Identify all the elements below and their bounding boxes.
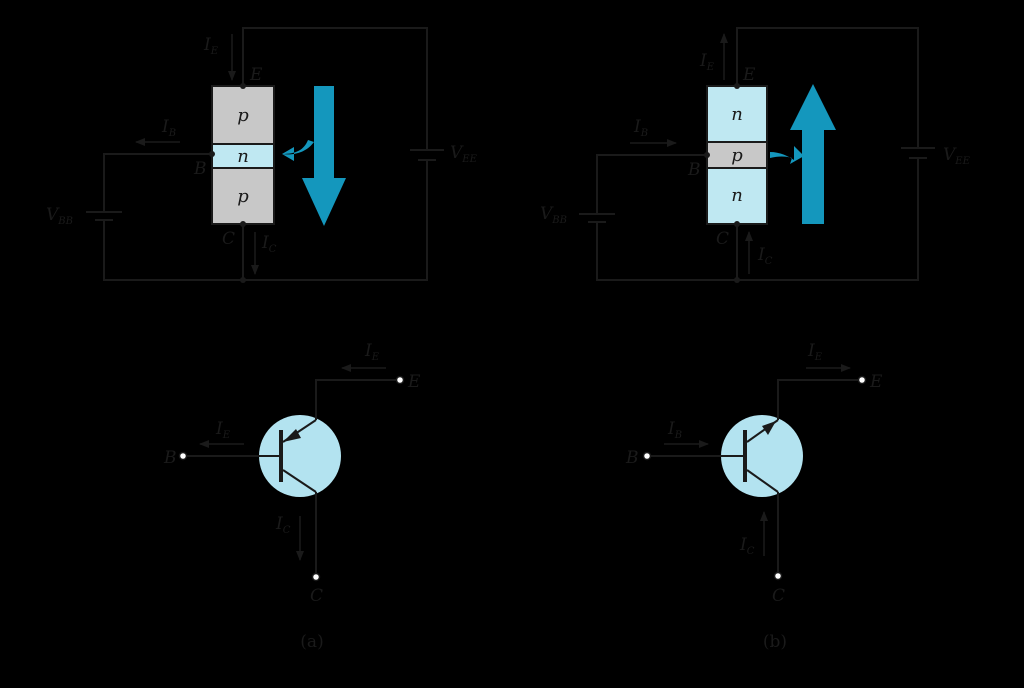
flow-curl-b bbox=[770, 146, 804, 164]
label-sa-ie: IE bbox=[364, 341, 380, 363]
open-circle-icon bbox=[773, 571, 783, 581]
node-b-base bbox=[704, 152, 710, 158]
battery-icon bbox=[579, 213, 615, 223]
label-a-base: B bbox=[193, 159, 207, 179]
region-b-top bbox=[706, 85, 768, 143]
label-b-base: B bbox=[687, 160, 701, 180]
node-b-emitter bbox=[734, 83, 740, 89]
block-arrow-icon bbox=[790, 84, 836, 224]
label-a-vbb: VBB bbox=[46, 205, 73, 227]
region-b-mid-label: p bbox=[731, 145, 743, 166]
region-b-top-label: n bbox=[731, 104, 743, 125]
label-b-vbb: VBB bbox=[540, 204, 567, 226]
battery-icon bbox=[901, 147, 935, 159]
label-sb-collector: C bbox=[772, 586, 785, 606]
label-sb-emitter: E bbox=[869, 372, 883, 392]
transistor-body-b bbox=[721, 415, 803, 497]
label-sb-ic: IC bbox=[739, 535, 755, 557]
node-b-bottom bbox=[734, 277, 740, 283]
region-b-bot bbox=[706, 167, 768, 225]
block-arrow-icon bbox=[302, 86, 346, 226]
open-circle-icon bbox=[857, 375, 867, 385]
label-a-ie: IE bbox=[203, 35, 219, 57]
caption-b: (b) bbox=[763, 632, 787, 652]
wire-a-base bbox=[103, 153, 212, 212]
open-circle-icon bbox=[311, 572, 321, 582]
battery-icon bbox=[86, 211, 122, 221]
emitter-wire-a bbox=[315, 379, 396, 420]
label-sa-ic: IC bbox=[275, 514, 291, 536]
region-a-top-label: p bbox=[237, 105, 249, 126]
label-b-ic: IC bbox=[757, 245, 773, 267]
label-a-ic: IC bbox=[261, 233, 277, 255]
label-sa-base: B bbox=[163, 448, 177, 468]
label-b-collector: C bbox=[716, 229, 729, 249]
emitter-arrow-b bbox=[762, 421, 776, 435]
battery-icon bbox=[410, 149, 444, 161]
region-a-bot-label: p bbox=[237, 186, 249, 207]
open-circle-icon bbox=[178, 451, 188, 461]
circuit-a: p n p E B C IE IB IC VEE bbox=[46, 27, 478, 283]
wire-b-base bbox=[596, 154, 707, 214]
label-b-ie: IE bbox=[699, 51, 715, 73]
wire-a-vee-bottom bbox=[103, 160, 428, 281]
open-circle-icon bbox=[642, 451, 652, 461]
region-a-mid-label: n bbox=[237, 146, 249, 167]
node-a-base bbox=[209, 151, 215, 157]
label-a-collector: C bbox=[222, 229, 235, 249]
label-b-vee: VEE bbox=[943, 145, 971, 167]
label-a-vee: VEE bbox=[450, 143, 478, 165]
region-b-bot-label: n bbox=[731, 185, 743, 206]
caption-a: (a) bbox=[300, 632, 323, 652]
label-a-emitter: E bbox=[249, 65, 263, 85]
label-sa-emitter: E bbox=[407, 372, 421, 392]
label-b-ib: IB bbox=[633, 117, 648, 139]
wire-a-emitter bbox=[242, 27, 428, 150]
node-a-emitter bbox=[240, 83, 246, 89]
symbol-a: E B C IE IE IC bbox=[163, 341, 421, 606]
wire-b-vee-bottom bbox=[596, 158, 919, 281]
collector-lead-b bbox=[746, 469, 779, 493]
label-sa-collector: C bbox=[310, 586, 323, 606]
emitter-wire-b bbox=[777, 379, 858, 420]
region-a-top bbox=[211, 85, 275, 145]
flow-curl-a bbox=[282, 140, 314, 161]
circuit-b: n p n E B C IE IB IC VEE VBB bbox=[540, 27, 971, 283]
symbol-b: E B C IE IB IC bbox=[625, 341, 883, 606]
node-b-collector bbox=[734, 221, 740, 227]
label-a-ib: IB bbox=[161, 117, 176, 139]
label-sa-ib: IE bbox=[215, 419, 231, 441]
label-sb-base: B bbox=[625, 448, 639, 468]
node-a-bottom bbox=[240, 277, 246, 283]
wire-b-emitter bbox=[736, 27, 919, 148]
node-a-collector bbox=[240, 221, 246, 227]
collector-lead-a bbox=[282, 469, 317, 493]
open-circle-icon bbox=[395, 375, 405, 385]
label-b-emitter: E bbox=[742, 65, 756, 85]
emitter-arrow-a bbox=[283, 429, 301, 442]
label-sb-ie: IE bbox=[807, 341, 823, 363]
label-sb-ib: IB bbox=[667, 419, 682, 441]
